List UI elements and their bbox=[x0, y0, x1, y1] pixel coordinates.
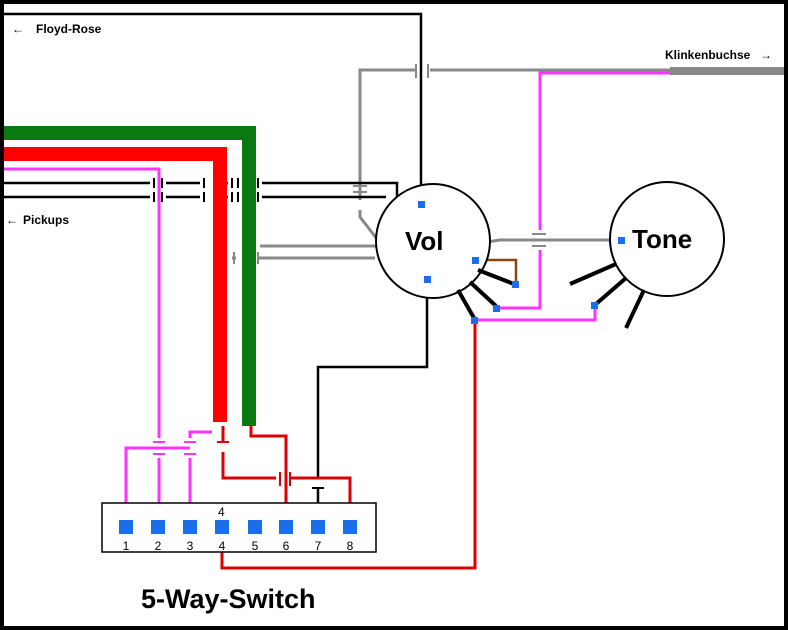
tone-pot: Tone bbox=[569, 181, 725, 329]
volume-pot-label: Vol bbox=[405, 226, 444, 256]
floyd-rose-arrow: ← bbox=[12, 22, 24, 36]
switch-pin-label-3: 3 bbox=[187, 539, 194, 553]
switch-pin-6 bbox=[279, 520, 293, 534]
switch-pin-2 bbox=[151, 520, 165, 534]
switch-pin-label-4: 4 bbox=[219, 539, 226, 553]
pot-terminals bbox=[418, 201, 625, 324]
switch-pin-label-1: 1 bbox=[123, 539, 130, 553]
volume-pot: Vol bbox=[375, 183, 515, 319]
switch-pin-label-2: 2 bbox=[155, 539, 162, 553]
tone-pot-label: Tone bbox=[632, 224, 692, 254]
switch-pin-label-5: 5 bbox=[252, 539, 259, 553]
magenta-wires bbox=[4, 71, 670, 523]
switch-pin-4 bbox=[215, 520, 229, 534]
switch-pin-8 bbox=[343, 520, 357, 534]
switch-title: 5-Way-Switch bbox=[141, 584, 316, 614]
switch-pin-3 bbox=[183, 520, 197, 534]
switch-pin-label-7: 7 bbox=[315, 539, 322, 553]
floyd-rose-label: Floyd-Rose bbox=[36, 22, 102, 36]
switch-pin-7 bbox=[311, 520, 325, 534]
switch-pin-label-8: 8 bbox=[347, 539, 354, 553]
pickups-arrow: ← bbox=[6, 213, 18, 227]
switch-pin-label-6: 6 bbox=[283, 539, 290, 553]
green-pickup-cable bbox=[4, 126, 256, 426]
brown-wire bbox=[476, 258, 518, 284]
tone-pot-body bbox=[609, 181, 725, 297]
red-pickup-cable bbox=[4, 147, 227, 422]
volume-pot-body bbox=[375, 183, 491, 299]
switch-pin-5 bbox=[248, 520, 262, 534]
switch-body bbox=[101, 502, 377, 553]
jack-label: Klinkenbuchse bbox=[665, 48, 751, 62]
switch-pin-1 bbox=[119, 520, 133, 534]
pickups-label: Pickups bbox=[23, 213, 69, 227]
five-way-switch: 1 2 3 4 5 6 7 8 4 bbox=[101, 502, 377, 553]
switch-pin-4-top-label: 4 bbox=[218, 505, 225, 519]
jack-arrow: → bbox=[760, 48, 772, 62]
